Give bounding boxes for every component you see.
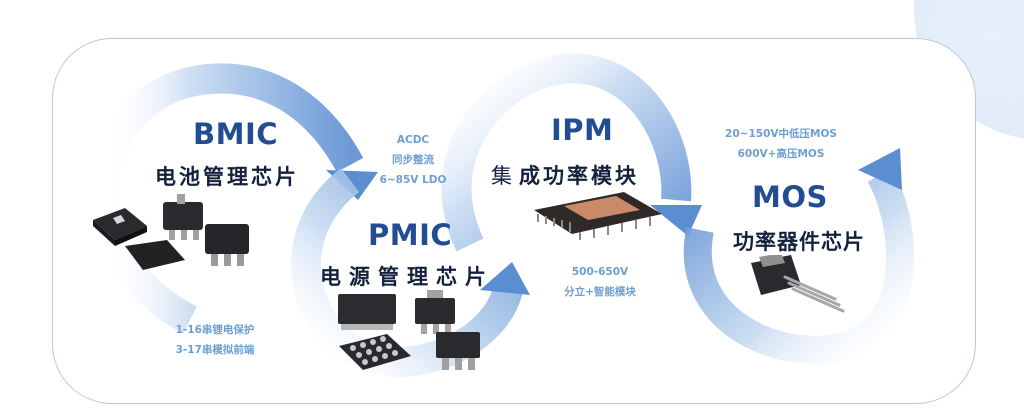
bmic-subtitle: 电池管理芯片 [155, 165, 299, 189]
bmic-title: BMIC [193, 117, 279, 151]
sot-chip-icon [93, 194, 249, 270]
ipm-module-icon [534, 192, 662, 240]
pmic-note-line-3: 6~85V LDO [379, 174, 447, 186]
mos-subtitle: 功率器件芯片 [733, 230, 865, 254]
mos-note: 20~150V中低压MOS 600V+高压MOS [716, 124, 846, 164]
bga-chip-icon [339, 334, 411, 370]
ipm-subtitle: 成功率模块 [519, 164, 639, 188]
ipm-subtitle-row: 集成功率模块 [491, 160, 639, 190]
bmic-note-line-1: 1-16串锂电保护 [175, 324, 255, 336]
arrow-mos-loop [683, 168, 915, 364]
mos-note-line-1: 20~150V中低压MOS [725, 128, 837, 140]
mos-note-line-2: 600V+高压MOS [737, 148, 825, 160]
pmic-note-line-1: ACDC [396, 134, 430, 146]
pmic-title: PMIC [368, 218, 453, 252]
ipm-subtitle-first: 集 [491, 164, 515, 188]
mos-title: MOS [752, 180, 828, 214]
pmic-note-line-2: 同步整流 [392, 154, 434, 166]
to252-mosfet-icon [751, 255, 845, 313]
arrow-bmic-loop [89, 63, 364, 334]
ipm-title: IPM [551, 113, 614, 147]
qfn-chip-icon [338, 290, 455, 334]
pmic-subtitle: 电源管理芯片 [320, 265, 494, 289]
arrow-mos-head [858, 148, 902, 190]
bmic-note: 1-16串锂电保护 3-17串模拟前端 [155, 320, 275, 360]
arrow-ipm-loop [441, 53, 692, 252]
ipm-note-line-2: 分立+智能模块 [564, 286, 636, 298]
pmic-note: ACDC 同步整流 6~85V LDO [368, 130, 458, 190]
bmic-note-line-2: 3-17串模拟前端 [175, 344, 255, 356]
arrow-pmic-head [480, 262, 530, 295]
sot223-chip-icon [436, 332, 480, 370]
ipm-note-line-1: 500-650V [571, 266, 629, 278]
ipm-note: 500-650V 分立+智能模块 [545, 262, 655, 302]
